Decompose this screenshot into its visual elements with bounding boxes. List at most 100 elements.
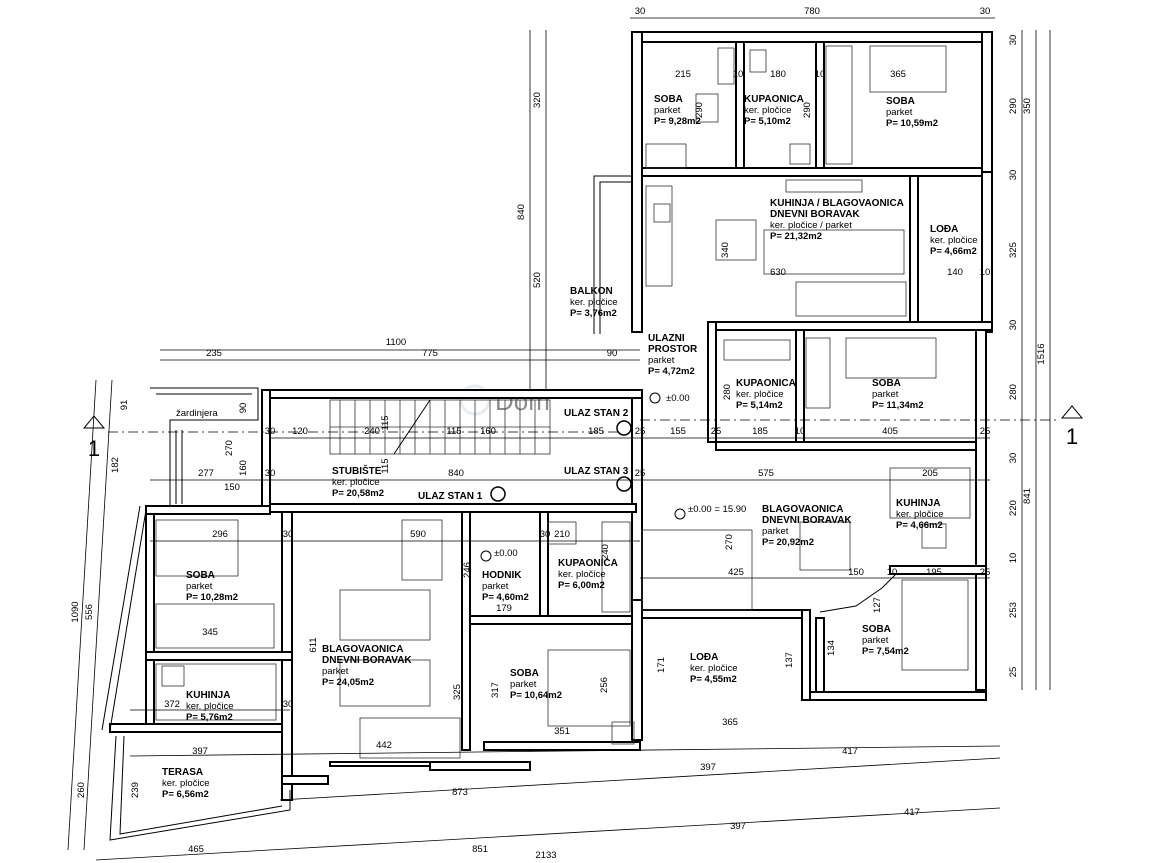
dimension-value: 840 [516, 204, 527, 220]
label-ulaz-stan-3: ULAZ STAN 3 [564, 466, 629, 477]
room-area-kuhinja-e: P= 4,66m2 [896, 520, 943, 531]
room-name-hodnik: HODNIK [482, 570, 522, 581]
dimension-lines [67, 17, 1051, 861]
room-name-blagov-e: BLAGOVAONICA [762, 504, 843, 515]
room-area-soba-w: P= 10,28m2 [186, 592, 238, 603]
dimension-value: 160 [480, 426, 496, 437]
room-name-kupaonica-m: KUPAONICA [736, 378, 796, 389]
dimension-value: 160 [238, 460, 249, 476]
room-name-blagov-w: BLAGOVAONICA [322, 644, 403, 655]
dimension-value: 417 [904, 807, 920, 818]
room-name-kuhinja-n: KUHINJA / BLAGOVAONICA [770, 198, 904, 209]
dimension-value: 25 [635, 426, 646, 437]
dimension-value: 2133 [535, 850, 556, 861]
dimension-value: 320 [532, 92, 543, 108]
dimension-value: 260 [76, 782, 87, 798]
dimension-value: 556 [84, 604, 95, 620]
room-floor-kuhinja-e: ker. pločice [896, 509, 944, 520]
dimension-value: 30 [1008, 170, 1019, 181]
dimension-value: 290 [1008, 98, 1019, 114]
dimension-value: 397 [192, 746, 208, 757]
dimension-value: 150 [224, 482, 240, 493]
room-name-soba-se: SOBA [862, 624, 891, 635]
room-area-blagov-e: P= 20,92m2 [762, 537, 814, 548]
dimension-value: 246 [462, 562, 473, 578]
dimension-value: 317 [490, 682, 501, 698]
dimension-value: 205 [922, 468, 938, 479]
dimension-value: 25 [980, 426, 991, 437]
room-name-soba-ne: SOBA [886, 96, 915, 107]
room-name2-ulazni: PROSTOR [648, 344, 698, 355]
room-area-hodnik: P= 4,60m2 [482, 592, 529, 603]
dimension-value: 405 [882, 426, 898, 437]
dimension-value: 235 [206, 348, 222, 359]
entry-markers [480, 392, 686, 562]
room-floor-hodnik: parket [482, 581, 509, 592]
room-name-loda-s: LOĐA [690, 652, 718, 663]
dimension-value: 372 [164, 699, 180, 710]
dimension-value: 290 [802, 102, 813, 118]
room-area-kupaonica-m: P= 5,14m2 [736, 400, 783, 411]
room-area-soba-ne: P= 10,59m2 [886, 118, 938, 129]
room-floor-balkon: ker. pločice [570, 297, 618, 308]
room-area-soba-s: P= 10,64m2 [510, 690, 562, 701]
room-area-ulazni: P= 4,72m2 [648, 366, 695, 377]
room-floor-stubiste: ker. pločice [332, 477, 380, 488]
dimension-value: 840 [448, 468, 464, 479]
dimension-value: 1100 [386, 337, 406, 348]
dimension-value: 590 [410, 529, 426, 540]
dimension-value: 240 [364, 426, 380, 437]
dimension-value: 325 [452, 684, 463, 700]
dimension-value: 465 [188, 844, 204, 855]
dimension-value: 30 [980, 6, 991, 17]
room-name-soba-nw: SOBA [654, 94, 683, 105]
room-name2-blagov-w: DNEVNI BORAVAK [322, 655, 412, 666]
room-area-blagov-w: P= 24,05m2 [322, 677, 374, 688]
room-name-terasa: TERASA [162, 767, 203, 778]
room-area-soba-se: P= 7,54m2 [862, 646, 909, 657]
dimension-value: 239 [130, 782, 141, 798]
dimension-value: 270 [724, 534, 735, 550]
dimension-value: 30 [540, 529, 551, 540]
dimension-value: 179 [496, 603, 512, 614]
section-line [82, 405, 1084, 433]
room-area-stubiste: P= 20,58m2 [332, 488, 384, 499]
dimension-value: 611 [308, 637, 319, 652]
dimension-value: 91 [119, 400, 130, 411]
dimension-value: 277 [198, 468, 214, 479]
room-floor-kupaonica-n: ker. pločice [744, 105, 792, 116]
dimension-value: 10 [815, 69, 826, 80]
room-area-kupaonica-s: P= 6,00m2 [558, 580, 605, 591]
dimension-value: 25 [980, 567, 991, 578]
dimension-value: 1090 [70, 601, 81, 622]
dimension-value: 397 [730, 821, 746, 832]
dimension-value: 180 [770, 69, 786, 80]
furniture [155, 45, 971, 759]
room-name-soba-s: SOBA [510, 668, 539, 679]
room-name2-kuhinja-n: DNEVNI BORAVAK [770, 209, 860, 220]
dimension-value: 397 [700, 762, 716, 773]
dimension-value: 520 [532, 272, 543, 288]
room-name-ulazni: ULAZNI [648, 333, 685, 344]
room-floor-soba-m: parket [872, 389, 899, 400]
room-name-kuhinja-e: KUHINJA [896, 498, 940, 509]
dimension-value: 30 [1008, 35, 1019, 46]
room-floor-soba-se: parket [862, 635, 889, 646]
dimension-value: 30 [283, 529, 294, 540]
dimension-value: 137 [784, 652, 795, 668]
dimension-value: 253 [1008, 602, 1019, 618]
dimension-value: 25 [1008, 667, 1019, 678]
dimension-value: 280 [1008, 384, 1019, 400]
dimension-value: 195 [926, 567, 942, 578]
dimension-value: 171 [656, 657, 667, 673]
label-lvl-1: ±0.00 [666, 393, 690, 404]
dimension-value: 290 [694, 102, 705, 118]
dimension-value: 185 [752, 426, 768, 437]
dimension-value: 90 [607, 348, 618, 359]
dimension-value: 417 [842, 746, 858, 757]
room-floor-soba-s: parket [510, 679, 537, 690]
